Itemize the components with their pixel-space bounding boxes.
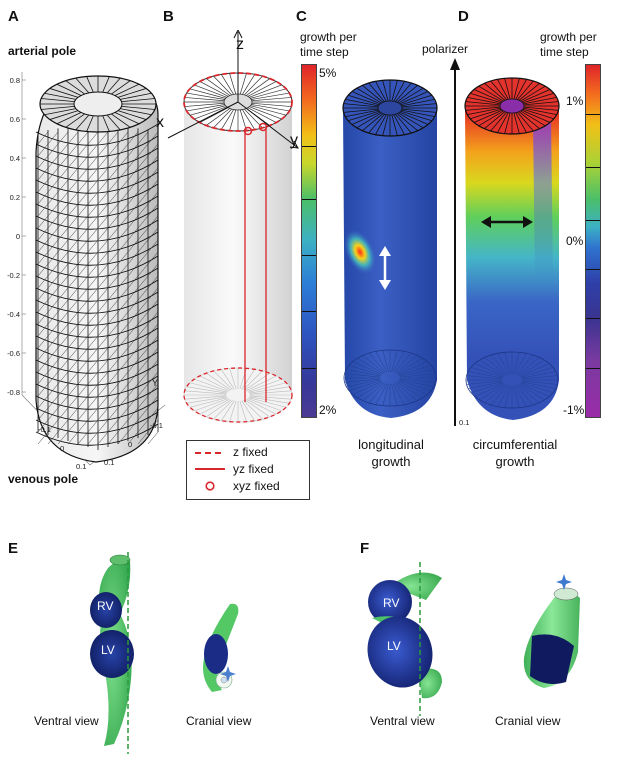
legend-xyz-fixed: xyz fixed [233,479,280,493]
panel-a-mesh-figure: 0.8 0.6 0.4 0.2 0 -0.2 -0.4 -0.6 -0.8 [7,72,166,466]
axis-x-label: x [156,114,164,131]
colorbar-c-min: 2% [319,403,337,417]
axis-z-label: z [236,36,244,53]
panel-e-lv-label: LV [101,643,115,657]
panel-e-ventral-heart [90,552,134,754]
panel-b-label: B [163,8,174,25]
colorbar-c-title-1: growth per [300,30,357,44]
axis-tick-label: -0.8 [7,388,20,397]
axis-tick-label: -0.4 [7,310,20,319]
circumferential-growth-tube [464,77,560,420]
colorbar-d-title-2: time step [540,45,589,59]
base-tick-4: 0.1 [104,458,115,467]
polarizer-label: polarizer [422,42,469,56]
colorbar-d-max: 1% [566,94,584,108]
panel-a-y-axis-letter: Y [152,378,159,388]
panel-f-label: F [360,540,370,557]
base-tick-3: 0.1 [76,462,87,471]
legend-z-fixed: z fixed [233,445,268,459]
panel-e-rv-label: RV [97,599,114,613]
base-tick-1: -0.1 [38,425,51,434]
axis-y-label: y [290,132,298,149]
panel-e-ventral-view: Ventral view [34,714,99,728]
panel-a-axis-ticks: 0.8 0.6 0.4 0.2 0 -0.2 -0.4 -0.6 -0.8 [7,76,26,397]
axis-tick-label: -0.2 [7,271,20,280]
panel-d-corner-tick: 0.1 [459,418,470,427]
axis-tick-label: -0.6 [7,349,20,358]
colorbar-d-min: -1% [563,403,585,417]
base-tick-2: 0 [60,444,65,453]
axis-tick-label: 0.8 [10,76,20,85]
colorbar-d [585,64,601,418]
venous-pole-label: venous pole [8,472,79,486]
panel-e-label: E [8,540,19,557]
colorbar-d-mid: 0% [566,234,584,248]
mesh-cylinder [35,77,159,463]
axis-tick-label: 0 [16,232,20,241]
panel-a-label: A [8,8,19,25]
mesh-inner-lumen [73,91,123,117]
longitudinal-growth-caption: longitudinal growth [358,437,424,469]
circumferential-growth-caption: circumferential growth [472,437,558,469]
mesh-grid-lines [35,122,159,450]
axis-tick-label: 0.4 [10,154,20,163]
axis-tick-label: 0.6 [10,115,20,124]
panel-f-cranial-view: Cranial view [495,714,561,728]
longitudinal-growth-tube [342,79,438,418]
colorbar-c-max: 5% [319,66,337,80]
arterial-pole-label: arterial pole [8,44,77,58]
panel-f-ventral-view: Ventral view [370,714,435,728]
xyz-fixed-point-1 [243,126,253,136]
axis-tick-label: 0.2 [10,193,20,202]
gray-tube [184,102,292,424]
panel-b-boundary-figure [167,30,299,424]
panel-e-cranial-heart [203,603,239,692]
colorbar-d-title-1: growth per [540,30,597,44]
panel-f-rv-label: RV [383,596,400,610]
bottom-cap-spokes [184,368,292,422]
panel-e-cranial-view: Cranial view [186,714,252,728]
mesh-top-spokes [40,76,156,132]
polarizer-arrow [450,58,460,426]
top-z-fixed-ring [183,72,293,132]
panel-f-lv-label: LV [387,639,401,653]
xyz-fixed-point-2 [258,122,268,132]
base-tick-5: 0 [128,440,133,449]
bottom-z-fixed-ring [183,367,293,423]
panel-f-ventral-heart [367,562,442,716]
boundary-legend: z fixed yz fixed xyz fixed [186,440,310,500]
legend-yz-fixed: yz fixed [233,462,274,476]
panel-f-cranial-heart [523,574,580,688]
top-cap-spokes [184,73,292,131]
base-tick-6: -0.1 [150,421,163,430]
panel-c-label: C [296,8,307,25]
colorbar-c [301,64,317,418]
panel-d-label: D [458,8,469,25]
colorbar-c-title-2: time step [300,45,349,59]
